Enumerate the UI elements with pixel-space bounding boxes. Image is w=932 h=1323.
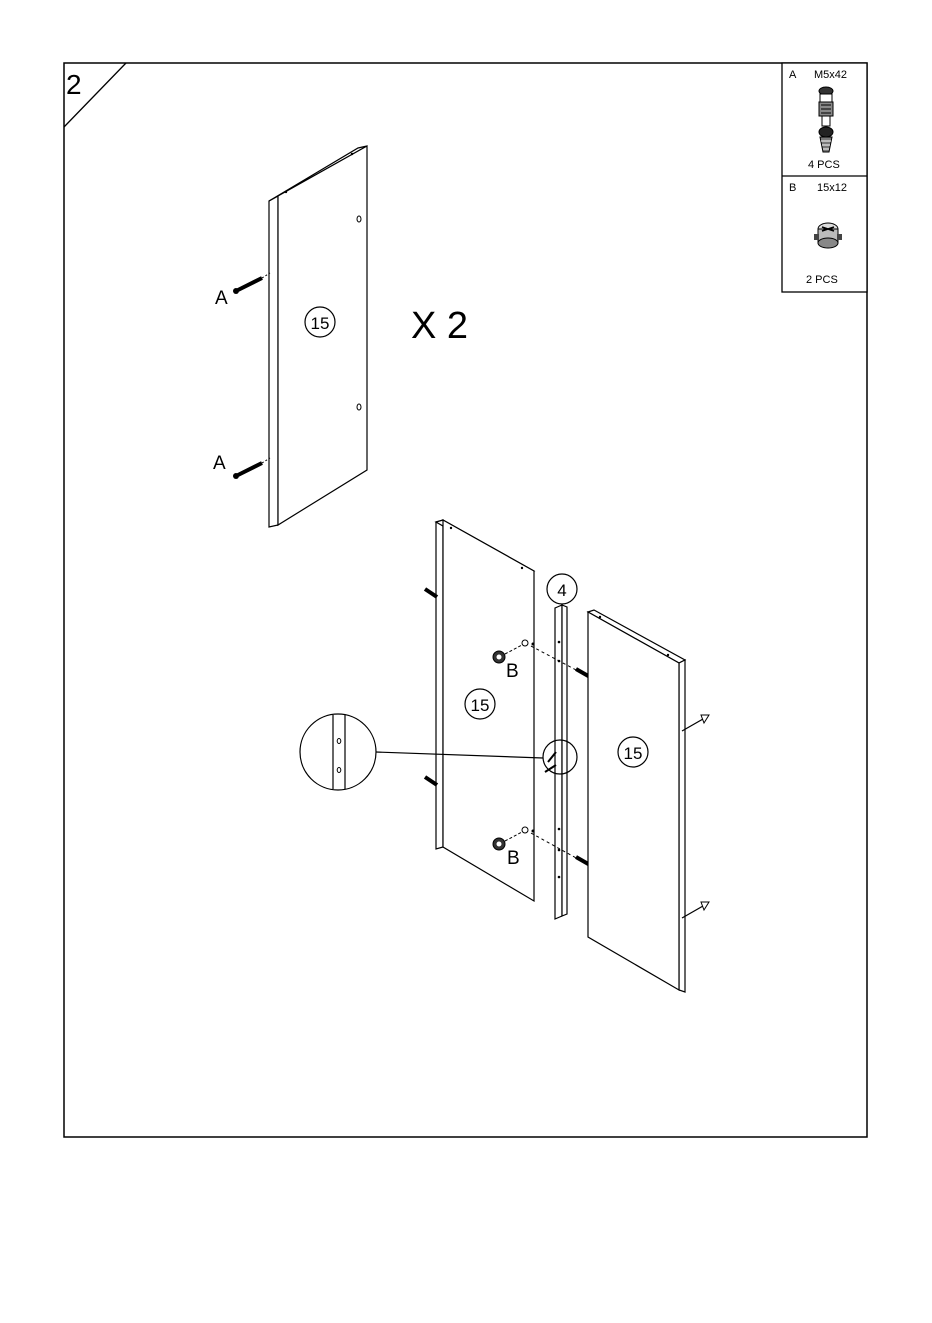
step-number-badge: 2 [64,63,126,127]
rail-4 [555,605,567,919]
part-label-left: 15 [465,689,495,719]
callout-a-top: A [215,288,228,309]
parts-box: A M5x42 4 PCS B 15x12 2 PCS [782,63,867,292]
part-a-qty: 4 PCS [808,159,840,171]
part-label-side: 15 [305,307,335,337]
part-b-qty: 2 PCS [806,274,838,286]
multiplier-label: X 2 [411,305,468,347]
svg-text:15: 15 [624,744,643,763]
callout-b-top: B [506,661,519,682]
callout-b-bottom: B [507,848,520,869]
step-number: 2 [66,69,82,100]
part-label-right: 15 [618,737,648,767]
cam-bolt-left-top [425,589,437,597]
cam-bolt-left-bottom [425,777,437,785]
svg-text:4: 4 [557,581,566,600]
part-a-size: M5x42 [814,69,847,81]
cam-bolt-a-top [233,273,270,294]
part-b-size: 15x12 [817,182,847,194]
cam-bolt-a-bottom [233,458,270,479]
callout-a-bottom: A [213,453,226,474]
part-a-letter: A [789,69,797,81]
arrow-right-bottom-icon [682,902,709,918]
svg-text:15: 15 [471,696,490,715]
right-panel-15 [588,609,685,992]
part-label-rail: 4 [547,574,577,604]
arrow-right-top-icon [682,715,709,731]
part-b-letter: B [789,182,796,194]
svg-text:15: 15 [311,314,330,333]
cam-lock-nut-icon [814,223,842,248]
